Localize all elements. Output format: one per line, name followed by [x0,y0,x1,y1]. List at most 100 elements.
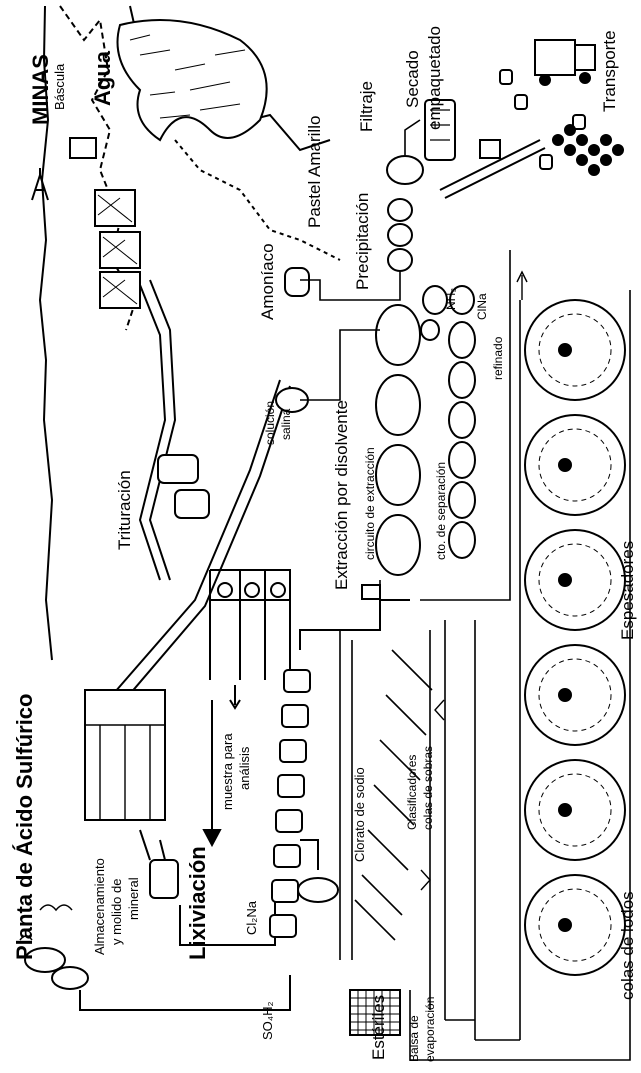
stacked-drum [613,145,623,155]
separation-tank [449,362,475,398]
extraction-tank [376,445,420,505]
thickener-inner [539,314,611,961]
filter-unit [387,156,423,184]
stacked-drum [589,165,599,175]
crusher-unit-2 [175,490,209,518]
leach-tank [282,705,308,727]
classifier-unit [386,695,426,735]
separation-tank [449,522,475,558]
leach-tank [278,775,304,797]
mine-headframe [32,168,48,200]
acid-tank-2 [52,967,88,989]
leach-tank [274,845,300,867]
extraction-circuit [376,305,420,575]
thickener [525,300,625,400]
ammonia-tank [285,268,309,296]
stacked-drums [553,125,623,175]
label-transporte: Transporte [600,30,619,112]
scale-building [70,138,96,158]
leach-tank [284,670,310,692]
precip-tank [388,224,412,246]
screen-hopper-2 [245,583,259,597]
label-lixiviacion: Lixiviación [185,846,210,960]
thickener [525,875,625,975]
thickener [525,760,625,860]
label-y-molido: y molido de [109,879,124,945]
label-cto-separacion: cto. de separación [434,462,448,560]
stacked-drum [565,145,575,155]
label-secado: Secado [403,50,422,108]
label-evaporacion: evaporación [423,997,437,1062]
leach-tank [272,880,298,902]
separation-tank [449,482,475,518]
small-tank [421,320,439,340]
thickener [525,645,625,745]
label-cl2na: Cl₂Na [244,900,259,935]
label-clorato: Clorato de sodio [352,767,367,862]
label-bascula: Báscula [52,63,67,110]
classifier-unit [355,900,395,940]
label-espesadores: Espesadores [618,541,637,640]
transport-truck [535,40,595,75]
stacked-drum [601,135,611,145]
pregnant-liquor-pipe [300,600,410,650]
label-filtraje: Filtraje [357,81,376,132]
drum [500,70,512,84]
label-circuito: circuito de extracción [363,447,377,560]
screen-hopper-1 [218,583,232,597]
separation-tank [449,442,475,478]
truck-wheel [540,75,550,85]
leach-tank [280,740,306,762]
stacked-drum [577,135,587,145]
label-muestra: muestra para [220,733,235,810]
chlorate-line [300,840,318,870]
label-analisis: análisis [237,746,252,790]
chlorate-tank [298,878,338,902]
label-mineral: mineral [126,877,141,920]
classifier-unit [368,830,408,870]
stacked-drum [577,155,587,165]
sample-big-arrowhead [204,830,220,845]
extraction-tank [376,375,420,435]
thickeners [525,300,625,975]
stacked-drum [601,155,611,165]
extraction-tank [376,515,420,575]
label-solucion: solución [263,401,277,445]
screen-hopper-3 [271,583,285,597]
precip-tank [388,199,412,221]
label-refinado: refinado [491,336,505,380]
screening-frame [210,570,290,680]
label-clasificadores: Clasificadores [405,755,419,830]
classifier-unit [392,650,432,690]
thickener [525,415,625,515]
label-balsa: Balsa de [407,1015,421,1062]
leach-tank [276,810,302,832]
stacked-drum [553,135,563,145]
classifier-pipe-top [340,630,352,960]
extraction-tank [376,305,420,365]
label-amoniaco: Amoníaco [258,243,277,320]
label-precipitacion: Precipitación [353,193,372,290]
separation-tank [449,322,475,358]
classifier-arrow-1 [421,870,430,890]
label-trituracion: Trituración [115,470,134,550]
label-clna: ClNa [475,293,489,320]
grinding-mill [150,860,178,898]
label-nh3: NH₃ [444,288,458,310]
filter-pipe [405,120,420,155]
label-planta-acido: Planta de Ácido Sulfúrico [12,694,37,960]
truck-wheel [580,73,590,83]
precip-tank [388,249,412,271]
label-pastel: Pastel Amarillo [305,116,324,228]
separation-tank [449,402,475,438]
label-so4h2: SO₄H₂ [260,1001,275,1040]
drum [515,95,527,109]
raffinate-arrow [517,272,527,300]
grinding-feed [140,830,165,860]
separation-circuit [449,322,475,558]
thickener [525,530,625,630]
classifier-unit [362,875,402,915]
stacked-drum [565,125,575,135]
